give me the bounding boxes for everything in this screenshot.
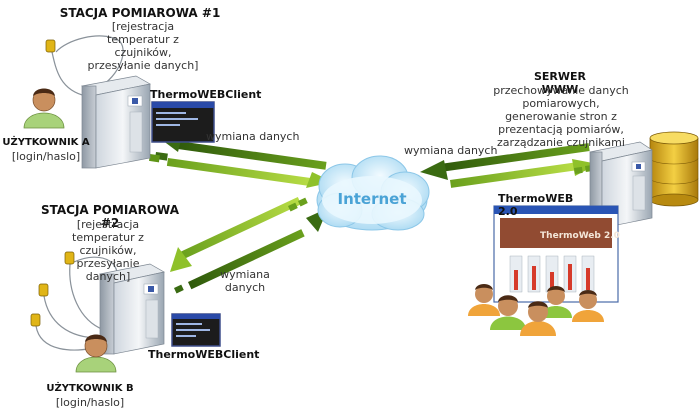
arrow-to-station2	[170, 197, 308, 272]
gold-database-icon	[649, 131, 699, 207]
server-description: przechowywanie danych pomiarowych, gener…	[493, 84, 629, 149]
user-b-credentials: [login/haslo]	[55, 396, 125, 409]
station2-title: STACJA POMIAROWA #2	[40, 203, 180, 230]
exchange-label-a: wymiana danych	[206, 130, 300, 143]
internet-label: Internet	[337, 190, 406, 208]
station1-server-icon	[81, 75, 151, 169]
station1-description: [rejestracja temperatur z czujników, prz…	[87, 20, 199, 72]
station2-client-label: ThermoWEBClient	[148, 348, 260, 361]
station2-description: [rejestracja temperatur z czujników, prz…	[72, 218, 144, 283]
station1-sensor-cables	[51, 35, 124, 97]
station1-title: STACJA POMIAROWA #1	[60, 6, 221, 20]
station2-client-window-icon	[171, 313, 221, 347]
server-app-label: ThermoWEB 2.0	[498, 192, 574, 218]
thermoweb-screen-icon: ThermoWeb 2.0	[493, 205, 620, 303]
user-a-name: UŻYTKOWNIK A	[2, 137, 90, 148]
station2-server-icon	[99, 263, 165, 355]
exchange-label-b: wymiana danych	[220, 268, 270, 294]
exchange-label-server: wymiana danych	[404, 144, 498, 157]
station1-client-label: ThermoWEBClient	[150, 88, 262, 101]
server-title: SERWER WWW	[533, 70, 587, 96]
arrow-to-internet-from-server	[420, 143, 590, 180]
thermoweb-screen-logo: ThermoWeb 2.0	[540, 231, 620, 241]
users-group-icon	[468, 284, 604, 336]
user-b-avatar	[75, 334, 117, 373]
internet-cloud: Internet	[316, 155, 430, 231]
station1-client-window-icon	[151, 101, 215, 143]
user-a-credentials: [login/haslo]	[11, 150, 81, 163]
station2-sensor-icons	[30, 251, 75, 327]
user-b-name: UŻYTKOWNIK B	[46, 383, 134, 394]
station1-sensor-icon	[45, 39, 56, 53]
user-a-avatar	[23, 88, 65, 129]
